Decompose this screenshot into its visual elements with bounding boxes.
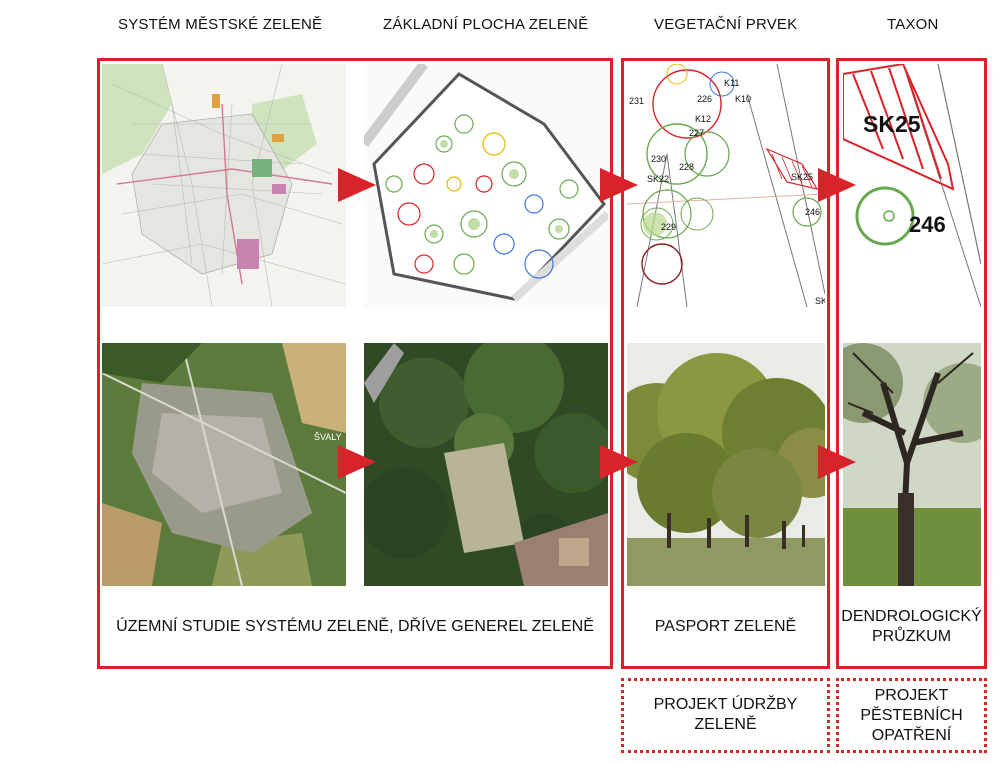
map-label-k12: K12: [695, 114, 711, 124]
big-label-sk25: SK25: [863, 111, 921, 137]
label-cultivation-line3: OPATŘENÍ: [871, 727, 952, 744]
arrow-right-icon: [818, 445, 856, 479]
label-cultivation-line1: PROJEKT: [874, 687, 949, 704]
frame-study: [97, 58, 613, 669]
map-label-227: 227: [689, 128, 704, 138]
aerial-park-photo: [364, 343, 608, 586]
header-vegetation: VEGETAČNÍ PRVEK: [654, 16, 798, 33]
aerial-place-label: ŠVALY: [314, 432, 342, 442]
label-cultivation-line2: PĚSTEBNÍCH: [860, 707, 963, 724]
map-label-229: 229: [661, 222, 676, 232]
big-label-246: 246: [909, 212, 946, 237]
map-label-k10: K10: [735, 94, 751, 104]
header-taxon: TAXON: [887, 16, 939, 33]
park-plan-map: [364, 64, 608, 307]
map-label-k11: K11: [724, 78, 739, 88]
label-maintenance-line1: PROJEKT ÚDRŽBY: [653, 696, 798, 713]
map-label-sk22: SK22: [647, 174, 669, 184]
arrow-right-icon: [600, 168, 638, 202]
taxon-detail-map: SK25 246: [843, 64, 981, 307]
label-maintenance-line2: ZELENĚ: [694, 716, 757, 733]
map-label-226: 226: [697, 94, 712, 104]
map-label-230: 230: [651, 154, 666, 164]
map-label-228: 228: [679, 162, 694, 172]
map-label-sk: SK: [815, 296, 825, 306]
city-green-system-map: [102, 64, 346, 307]
label-study: ÚZEMNÍ STUDIE SYSTÉMU ZELENĚ, DŘÍVE GENE…: [116, 618, 594, 635]
label-maintenance: PROJEKT ÚDRŽBY ZELENĚ: [624, 695, 827, 735]
vegetation-element-plan: 231 226 K11 K10 K12 227 230 228 SK22 SK2…: [627, 64, 825, 307]
map-label-246: 246: [805, 207, 820, 217]
tree-group-photo: [627, 343, 825, 586]
header-base-area: ZÁKLADNÍ PLOCHA ZELENĚ: [383, 16, 589, 33]
label-dendro: DENDROLOGICKÝ PRŮZKUM: [839, 607, 984, 647]
header-system: SYSTÉM MĚSTSKÉ ZELENĚ: [118, 16, 323, 33]
single-tree-photo: [843, 343, 981, 586]
frame-cultivation: [836, 678, 987, 753]
map-label-sk25: SK25: [791, 172, 813, 182]
label-dendro-line1: DENDROLOGICKÝ: [841, 608, 982, 625]
arrow-right-icon: [818, 168, 856, 202]
label-dendro-line2: PRŮZKUM: [871, 628, 952, 645]
label-cultivation: PROJEKT PĚSTEBNÍCH OPATŘENÍ: [839, 686, 984, 746]
frame-maintenance: [621, 678, 830, 753]
frame-dendro: [836, 58, 987, 669]
arrow-right-icon: [600, 445, 638, 479]
label-passport: PASPORT ZELENĚ: [654, 618, 797, 635]
arrow-right-icon: [338, 445, 376, 479]
frame-passport: [621, 58, 830, 669]
arrow-right-icon: [338, 168, 376, 202]
map-label-231: 231: [629, 96, 644, 106]
aerial-town-photo: ŠVALY: [102, 343, 346, 586]
